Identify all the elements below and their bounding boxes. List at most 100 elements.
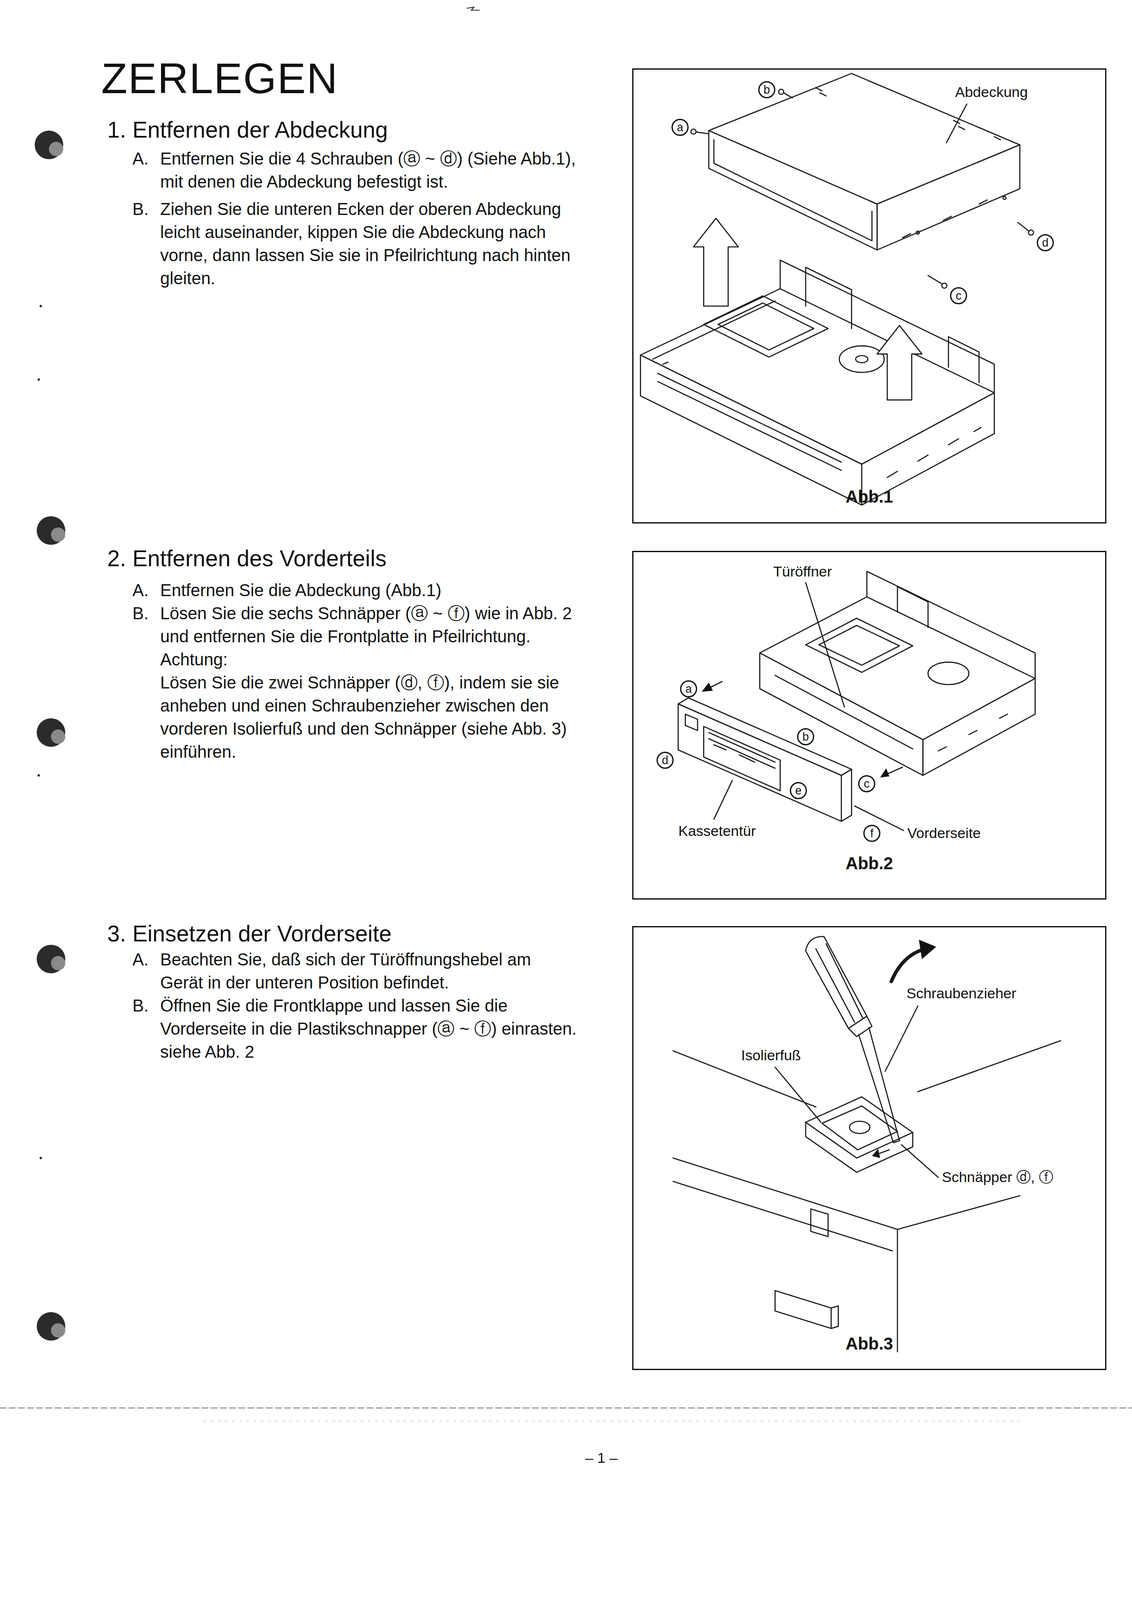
front-panel-drawing [685,713,698,731]
chassis-drawing [887,427,982,478]
front-panel-drawing [678,697,904,830]
chassis-drawing [923,678,1036,776]
instruction-text: Öffnen Sie die Frontklappe und lassen Si… [160,993,577,1063]
chassis-drawing [640,260,995,505]
scan-marks [50,729,65,744]
chassis-drawing [805,266,852,329]
motion-arrows [871,1148,880,1158]
scan-marks [34,130,64,160]
cover-drawing [876,144,1020,250]
motion-arrows [871,939,936,1158]
instruction-text: Entfernen Sie die Abdeckung (Abb.1) [160,578,577,602]
part-label: Abdeckung [955,83,1028,101]
motion-arrows [918,939,937,959]
cover-drawing [1002,196,1006,200]
step-letter: A. [132,146,149,171]
device-corner-drawing [774,1290,831,1328]
scan-marks [36,718,66,747]
scan-marks [37,378,41,381]
callout-letter: a [680,680,698,698]
device-corner-drawing [673,1157,1021,1229]
screwdriver-drawing [805,935,867,1028]
instruction-text: Entfernen Sie die 4 Schrauben (ⓐ ~ ⓓ) (S… [160,146,577,194]
device-corner-drawing [917,1040,1061,1091]
screw-symbols [778,89,784,95]
insulator-foot-drawing [774,1066,821,1122]
warning-heading: Achtung: [160,647,228,671]
chassis-drawing [839,345,885,373]
device-corner-drawing [810,1208,829,1236]
insulator-foot-drawing [805,1096,913,1158]
device-corner-drawing [897,1228,899,1352]
scan-marks [0,1407,1132,1408]
chassis-drawing [718,302,814,350]
device-corner-drawing [673,1181,893,1251]
insulator-foot-drawing [774,1066,913,1172]
screwdriver-drawing [885,1005,918,1071]
page-title: ZERLEGEN [101,53,339,103]
step-letter: A. [132,947,149,971]
screwdriver-drawing [805,935,939,1177]
chassis-drawing [818,624,900,665]
direction-arrows [886,766,903,775]
part-label: Schnäpper ⓓ, ⓕ [941,1168,1054,1185]
screw-symbols [783,92,793,98]
callout-letter: c [858,774,876,792]
scan-marks [0,7,1132,1421]
screw-symbols [696,131,708,134]
callout-letter: f [863,824,881,842]
chassis-drawing [855,355,869,363]
scan-marks [36,1311,66,1341]
direction-arrows [701,682,713,692]
insulator-foot-drawing [821,1105,898,1150]
part-label: Schraubenzieher [906,984,1017,1002]
instruction-text: Lösen Sie die sechs Schnäpper (ⓐ ~ ⓕ) wi… [160,601,577,648]
figure-frame: Abb.1 [632,68,1107,524]
part-label: Türöffner [773,563,832,580]
screw-symbols [1017,222,1030,231]
figure-frame: Abb.3 [632,925,1107,1370]
cover-drawing [713,139,872,241]
front-panel-drawing [841,768,852,822]
callout-letter: d [656,751,674,769]
cover-drawing [916,231,920,235]
lift-arrows [876,325,922,400]
instruction-text: Beachten Sie, daß sich der Türöffnungshe… [160,947,577,994]
front-panel-drawing [678,703,842,822]
direction-arrows [701,681,903,778]
section-heading: 2. Entfernen des Vorderteils [107,544,387,572]
chassis-drawing [948,336,980,383]
insulator-foot-drawing [849,1120,871,1134]
chassis-drawing [774,674,913,749]
scan-marks [50,1322,65,1337]
chassis-drawing [759,571,1036,775]
device-corner-drawing [831,1305,839,1329]
chassis-drawing [657,373,842,471]
figure-caption: Abb.3 [845,1333,893,1353]
scan-marks [39,304,43,308]
motion-arrows [891,949,923,982]
front-panel-drawing [713,780,733,819]
chassis-drawing [938,713,1008,751]
scan-marks [50,955,65,970]
chassis-drawing [897,586,929,628]
direction-arrows [879,768,889,778]
instruction-text: Ziehen Sie die unteren Ecken der oberen … [160,197,577,290]
scan-marks [50,527,65,542]
callout-letter: b [797,727,815,745]
scan-marks [466,7,480,11]
warning-text: Lösen Sie die zwei Schnäpper (ⓓ, ⓕ), ind… [160,670,577,763]
screwdriver-drawing [848,1015,872,1037]
step-letter: B. [132,601,149,625]
screw-symbols [928,275,943,285]
cover-drawing [902,199,988,238]
motion-arrows [878,1149,890,1154]
screwdriver-drawing [893,1140,900,1143]
chassis-drawing [805,582,845,707]
screw-symbols [690,129,696,135]
chassis-drawing [652,300,775,364]
lift-arrows [693,218,739,306]
part-label: Vorderseite [907,824,981,842]
callout-letter: a [671,118,689,136]
